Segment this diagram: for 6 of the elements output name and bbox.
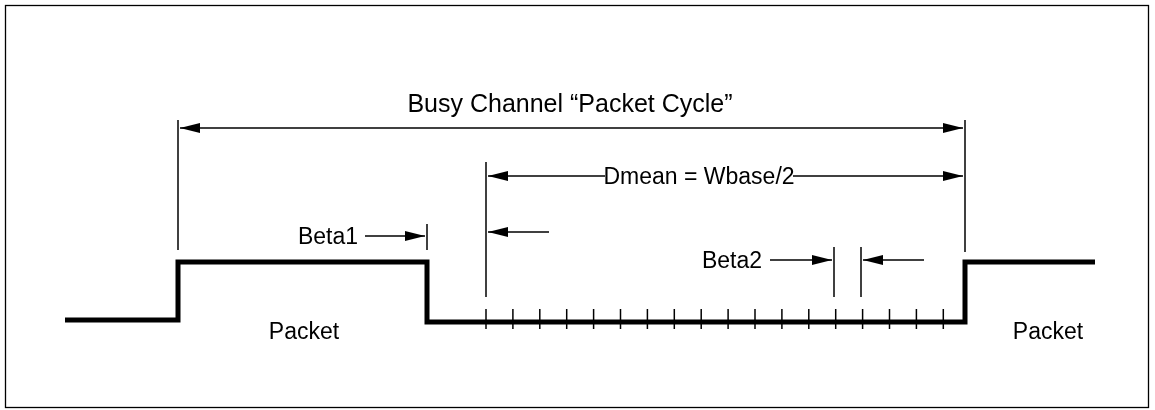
dimension-label: Beta1	[297, 224, 359, 248]
dimension-label: Beta2	[701, 248, 763, 272]
dimension-label: Dmean = Wbase/2	[603, 164, 795, 188]
dimension-label: Busy Channel “Packet Cycle”	[407, 90, 733, 116]
packet-label: Packet	[268, 319, 340, 343]
packet-label: Packet	[1012, 319, 1084, 343]
